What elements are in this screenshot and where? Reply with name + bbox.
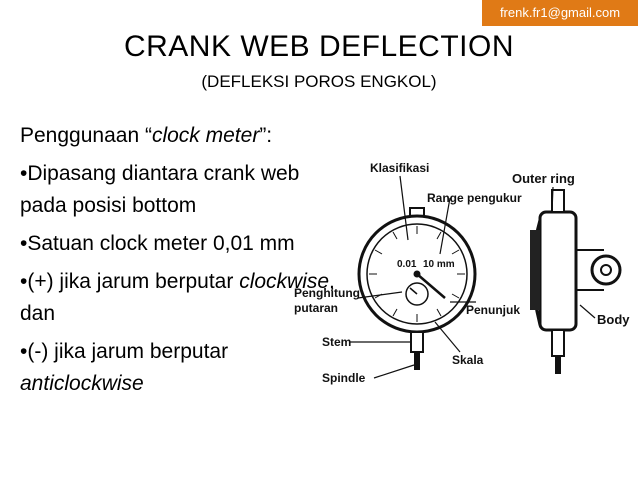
label-klasifikasi: Klasifikasi	[370, 161, 429, 175]
slide-body: Penggunaan “clock meter”: •Dipasang dian…	[20, 120, 340, 400]
bullet-4: •(-) jika jarum berputar anticlockwise	[20, 336, 340, 400]
author-email-badge: frenk.fr1@gmail.com	[482, 0, 638, 26]
bullet-4-italic: anticlockwise	[20, 372, 144, 395]
dial-label-right: 10 mm	[423, 259, 455, 270]
label-stem: Stem	[322, 335, 351, 349]
label-body: Body	[597, 312, 630, 327]
slide-subtitle: (DEFLEKSI POROS ENGKOL)	[201, 72, 437, 91]
bullet-3-end: , dan	[20, 270, 335, 325]
bullet-3-text: •(+) jika jarum berputar	[20, 270, 240, 293]
label-range-pengukur: Range pengukur	[427, 191, 522, 205]
label-skala: Skala	[452, 353, 484, 367]
label-spindle: Spindle	[322, 371, 366, 385]
intro-text: Penggunaan “	[20, 124, 152, 147]
dial-label-left: 0.01	[397, 259, 417, 270]
bullet-2: •Satuan clock meter 0,01 mm	[20, 232, 295, 255]
label-penghitung: Penghitung	[294, 286, 360, 300]
label-outer-ring: Outer ring	[512, 171, 575, 186]
label-putaran: putaran	[294, 301, 338, 315]
intro-end: ”:	[259, 124, 273, 147]
intro-line: Penggunaan “clock meter”:	[20, 120, 340, 152]
dial-gauge-illustration: 0.01 10 mm Klasifikasi Outer ring Range …	[294, 161, 630, 385]
bullet-3-italic: clockwise	[239, 270, 330, 293]
bullet-1: •Dipasang diantara crank web pada posisi…	[20, 162, 300, 217]
dial-gauge-figure: 0.01 10 mm Klasifikasi Outer ring Range …	[290, 150, 638, 400]
slide-title: CRANK WEB DEFLECTION	[123, 30, 515, 63]
intro-italic: clock meter	[151, 124, 260, 147]
bullet-4-text: •(-) jika jarum berputar	[20, 340, 229, 363]
dial-gauge-front	[357, 207, 477, 370]
bullet-3: •(+) jika jarum berputar clockwise, dan	[20, 266, 340, 330]
label-penunjuk: Penunjuk	[466, 303, 520, 317]
dial-gauge-side	[530, 189, 622, 374]
